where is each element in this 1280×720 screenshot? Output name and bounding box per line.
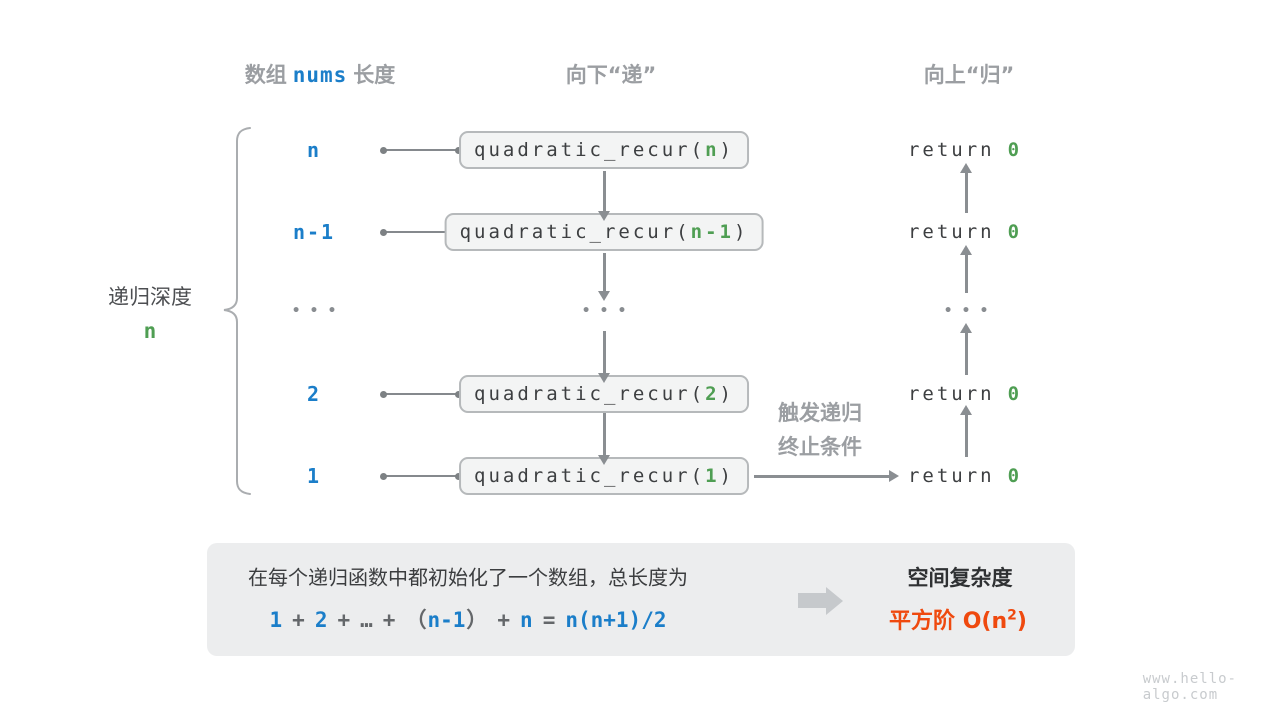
array-length-label: n [306,138,322,162]
array-length-label: 2 [306,382,322,406]
call-text: ) [733,221,749,243]
return-statement: return 0 [908,221,1022,243]
watermark: www.hello-algo.com [1142,671,1237,703]
equation-paren: ） [466,608,488,632]
summary-text: 在每个递归函数中都初始化了一个数组，总长度为 [248,565,688,590]
down-arrow [603,253,606,293]
recursion-depth-label: 递归深度 [108,285,192,309]
equation-result: n(n+1)/2 [565,608,667,632]
return-keyword: return [907,139,995,161]
return-value: 0 [1007,221,1023,243]
call-arg: 1 [705,465,720,487]
recursion-depth-value: n [143,319,157,343]
down-arrow [603,413,606,457]
implies-arrow [798,593,826,608]
up-arrow [965,413,968,457]
equation-operator: = [542,608,556,632]
down-arrow [603,171,606,213]
header-array-code: nums [292,63,348,87]
trigger-note-line2: 终止条件 [778,435,862,459]
connector-line [380,146,462,154]
complexity-text: 平方阶 O(n [889,609,1008,634]
space-complexity-title: 空间复杂度 [907,566,1013,590]
equation-ellipsis: … [360,608,373,632]
equation-operator: + [497,608,511,632]
equation-term: 1 [269,608,283,632]
summary-equation: 1 +2 + … + （n-1） + n = n(n+1)/2 [270,604,667,634]
equation-term: 2 [314,608,328,632]
return-statement: return 0 [908,383,1022,405]
call-text: quadratic_recur( [474,139,706,161]
return-statement: return 0 [908,139,1022,161]
equation-term: n [520,608,533,632]
return-value: 0 [1007,465,1023,487]
connector-line [380,472,462,480]
array-length-label: 1 [306,464,322,488]
call-arg: n-1 [690,221,734,243]
equation-operator: + [292,608,305,632]
call-arg: n [705,139,720,161]
ellipsis-left: ••• [291,303,346,319]
connector-line [380,390,462,398]
return-keyword: return [907,383,995,405]
space-complexity-value: 平方阶 O(n2) [889,603,1027,635]
array-length-label: n-1 [292,220,336,244]
call-text: quadratic_recur( [459,221,691,243]
header-array-prefix: 数组 [244,63,287,87]
call-text: ) [719,383,734,405]
down-arrow [603,331,606,375]
up-arrow [965,253,968,293]
up-arrow [965,331,968,375]
complexity-text: ) [1016,609,1027,634]
return-statement: return 0 [908,465,1022,487]
complexity-exponent: 2 [1007,607,1017,624]
call-text: ) [719,465,734,487]
call-text: ) [719,139,734,161]
up-arrow [965,171,968,213]
return-keyword: return [907,465,995,487]
summary-panel [207,543,1075,656]
header-array-suffix: 长度 [353,63,396,87]
call-text: quadratic_recur( [474,465,706,487]
call-box: quadratic_recur(n) [459,131,749,169]
equation-paren: （ [405,608,427,632]
call-arg: 2 [705,383,720,405]
return-value: 0 [1007,139,1023,161]
equation-operator: + [382,608,396,632]
depth-brace [223,127,251,495]
ellipsis-middle: ••• [581,303,636,319]
equation-term: n-1 [427,608,466,632]
return-keyword: return [907,221,995,243]
base-case-arrow [754,475,890,478]
call-box: quadratic_recur(1) [459,457,749,495]
trigger-note-line1: 触发递归 [778,401,862,425]
equation-operator: + [337,608,351,632]
call-text: quadratic_recur( [474,383,706,405]
return-value: 0 [1007,383,1023,405]
header-upward-return: 向上“归” [923,63,1015,87]
ellipsis-right: ••• [943,303,998,319]
header-downward-recurse: 向下“递” [565,63,657,87]
